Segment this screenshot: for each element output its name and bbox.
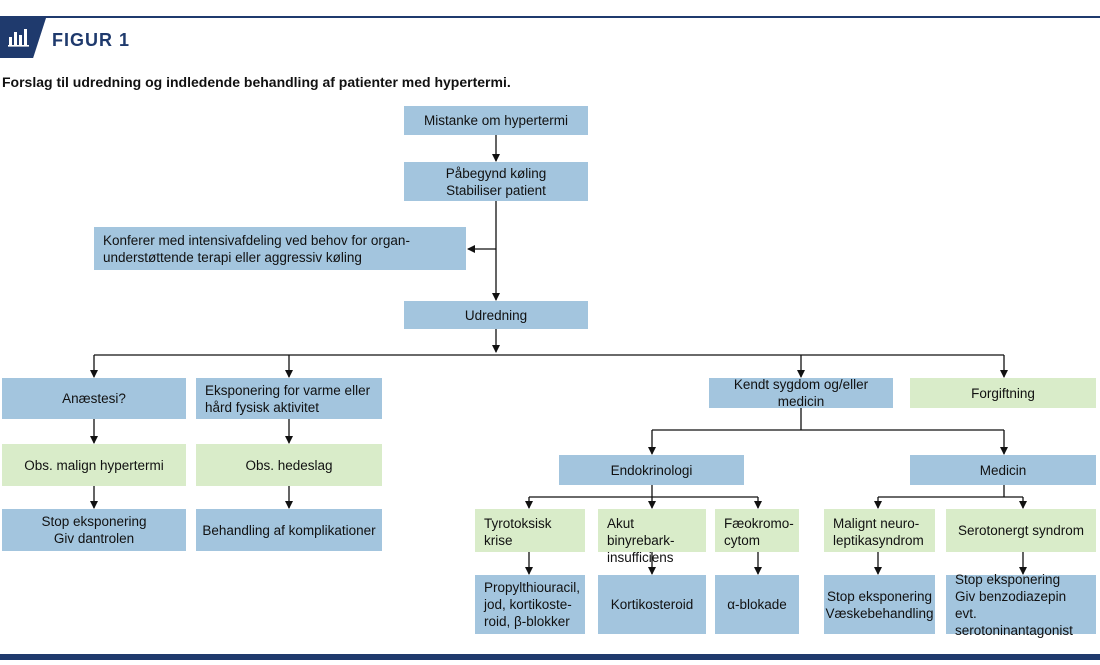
node-udredning: Udredning: [404, 301, 588, 329]
node-endokrinologi: Endokrinologi: [559, 455, 744, 485]
node-anaestesi: Anæstesi?: [2, 378, 186, 419]
node-stop-benzo: Stop eksponering Giv benzodiazepin evt. …: [946, 572, 1096, 638]
node-faeokromo: Fæokromo- cytom: [715, 509, 799, 552]
bottom-rule: [0, 654, 1100, 660]
bar-chart-icon: [8, 29, 29, 47]
figure-caption: Forslag til udredning og indledende beha…: [2, 74, 511, 90]
node-eksponering: Eksponering for varme eller hård fysisk …: [196, 378, 382, 419]
node-stop-dantrolen: Stop eksponering Giv dantrolen: [2, 509, 186, 551]
node-stop-vaeske: Stop eksponering Væskebehandling: [824, 575, 935, 634]
node-binyrebark: Akut binyrebark- insufficiens: [598, 509, 706, 565]
node-kortikosteroid: Kortikosteroid: [598, 575, 706, 634]
node-paabegynd: Påbegynd køling Stabiliser patient: [404, 162, 588, 201]
node-propylthiouracil: Propylthiouracil, jod, kortikoste- roid,…: [475, 575, 585, 634]
node-mistanke: Mistanke om hypertermi: [404, 106, 588, 135]
node-tyrotoksisk: Tyrotoksisk krise: [475, 509, 585, 552]
node-obs-hedeslag: Obs. hedeslag: [196, 444, 382, 486]
node-forgiftning: Forgiftning: [910, 378, 1096, 408]
top-rule: [0, 16, 1100, 18]
node-behandling-komplikationer: Behandling af komplikationer: [196, 509, 382, 551]
node-medicin: Medicin: [910, 455, 1096, 485]
node-kendt: Kendt sygdom og/eller medicin: [709, 377, 893, 409]
figure-label: FIGUR 1: [52, 30, 131, 50]
node-konferer: Konferer med intensivafdeling ved behov …: [94, 227, 466, 270]
node-obs-malign: Obs. malign hypertermi: [2, 444, 186, 486]
node-alfa-blokade: α-blokade: [715, 575, 799, 634]
node-malignt-neuro: Malignt neuro- leptikasyndrom: [824, 509, 935, 552]
node-serotonergt: Serotonergt syndrom: [946, 509, 1096, 552]
